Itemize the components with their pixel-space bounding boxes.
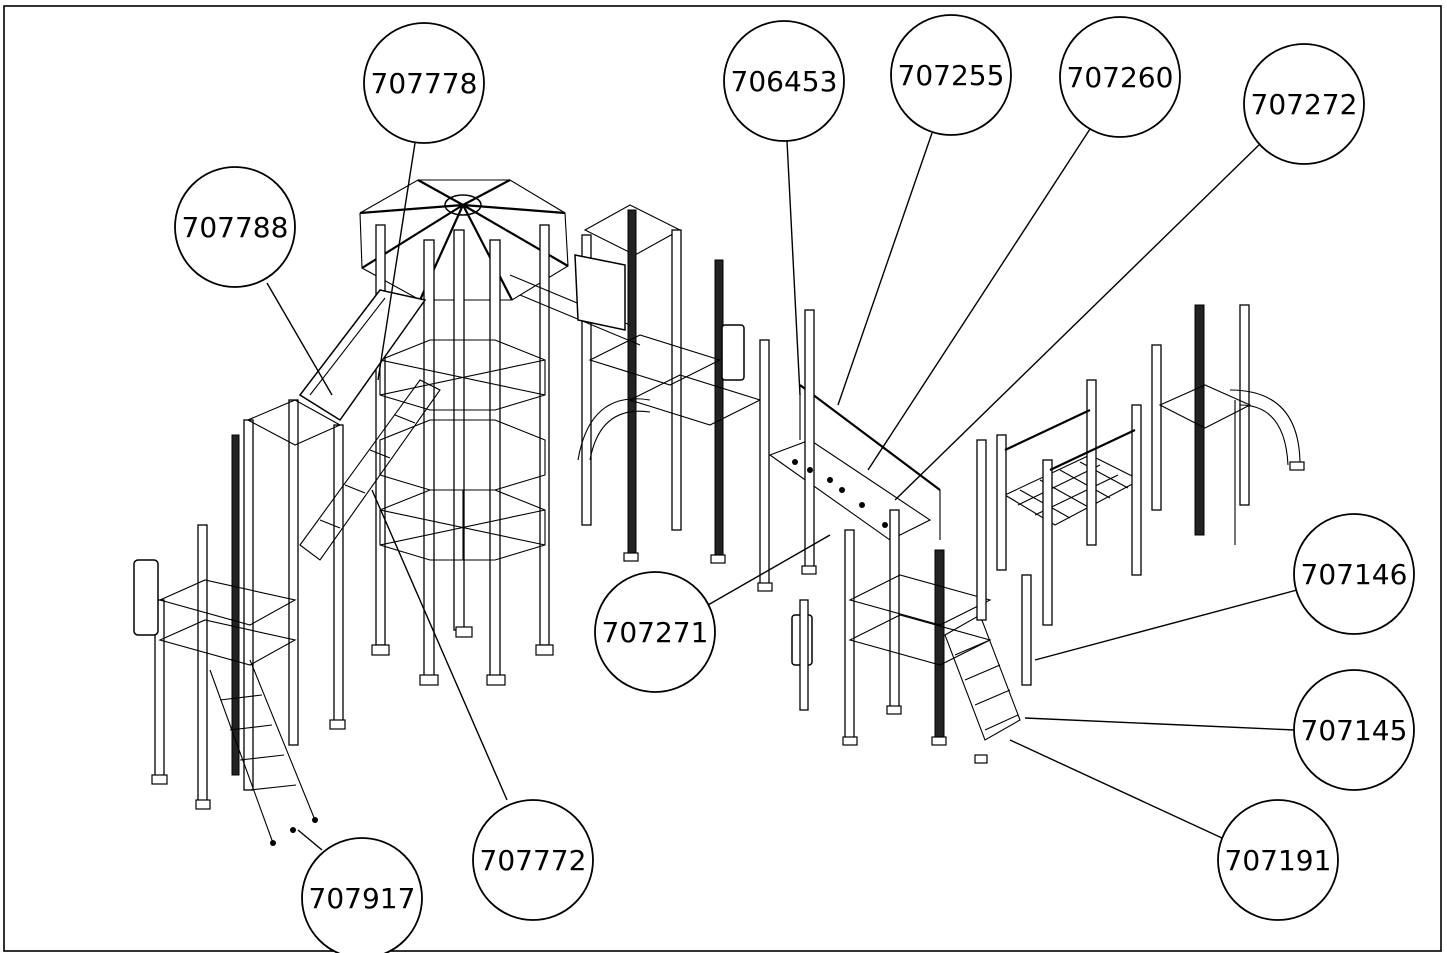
leader-707778 <box>377 142 416 381</box>
leader-lines <box>266 128 1298 851</box>
callout-707271[interactable]: 707271 <box>594 571 716 693</box>
callout-707272[interactable]: 707272 <box>1243 43 1365 165</box>
callout-707191[interactable]: 707191 <box>1217 799 1339 921</box>
leader-707255 <box>837 132 933 406</box>
part-number-label: 707145 <box>1301 714 1408 747</box>
part-number-label: 707191 <box>1225 844 1332 877</box>
part-number-label: 707255 <box>898 59 1005 92</box>
callout-707255[interactable]: 707255 <box>890 14 1012 136</box>
drawing-frame <box>3 5 1442 952</box>
upper-bridge <box>509 254 641 346</box>
far-right-tower <box>1151 304 1305 545</box>
part-number-label: 707272 <box>1251 88 1358 121</box>
part-number-label: 707271 <box>602 616 709 649</box>
part-number-label: 707788 <box>182 211 289 244</box>
part-number-label: 707772 <box>480 844 587 877</box>
middle-tower <box>577 204 762 564</box>
rope-ladder <box>209 659 318 846</box>
leader-707260 <box>867 128 1091 471</box>
callout-707260[interactable]: 707260 <box>1059 16 1181 138</box>
leader-706453 <box>786 140 801 396</box>
callout-707146[interactable]: 707146 <box>1293 513 1415 635</box>
part-number-label: 707260 <box>1067 61 1174 94</box>
callout-707772[interactable]: 707772 <box>472 799 594 921</box>
leader-707788 <box>266 282 333 396</box>
leader-707191 <box>1009 739 1223 839</box>
structure-linework <box>133 179 1305 846</box>
net-platform <box>996 379 1142 626</box>
tower-decks <box>379 339 546 561</box>
leader-707917 <box>297 829 323 851</box>
leader-707145 <box>1024 717 1296 731</box>
lower-platform <box>791 439 1032 764</box>
callout-707917[interactable]: 707917 <box>301 837 423 953</box>
leader-707772 <box>371 489 508 801</box>
callout-707788[interactable]: 707788 <box>174 166 296 288</box>
callout-707778[interactable]: 707778 <box>363 22 485 144</box>
part-number-label: 706453 <box>731 65 838 98</box>
callout-706453[interactable]: 706453 <box>723 20 845 142</box>
left-platform <box>133 399 346 810</box>
callout-707145[interactable]: 707145 <box>1293 669 1415 791</box>
tower-slide <box>298 289 427 422</box>
part-number-label: 707917 <box>309 882 416 915</box>
leader-707271 <box>707 534 831 606</box>
tower-stairs <box>299 379 441 561</box>
climbing-ramp <box>721 309 947 746</box>
part-number-label: 707778 <box>371 67 478 100</box>
leader-707272 <box>894 141 1263 501</box>
part-number-label: 707146 <box>1301 558 1408 591</box>
leader-707146 <box>1034 589 1298 661</box>
